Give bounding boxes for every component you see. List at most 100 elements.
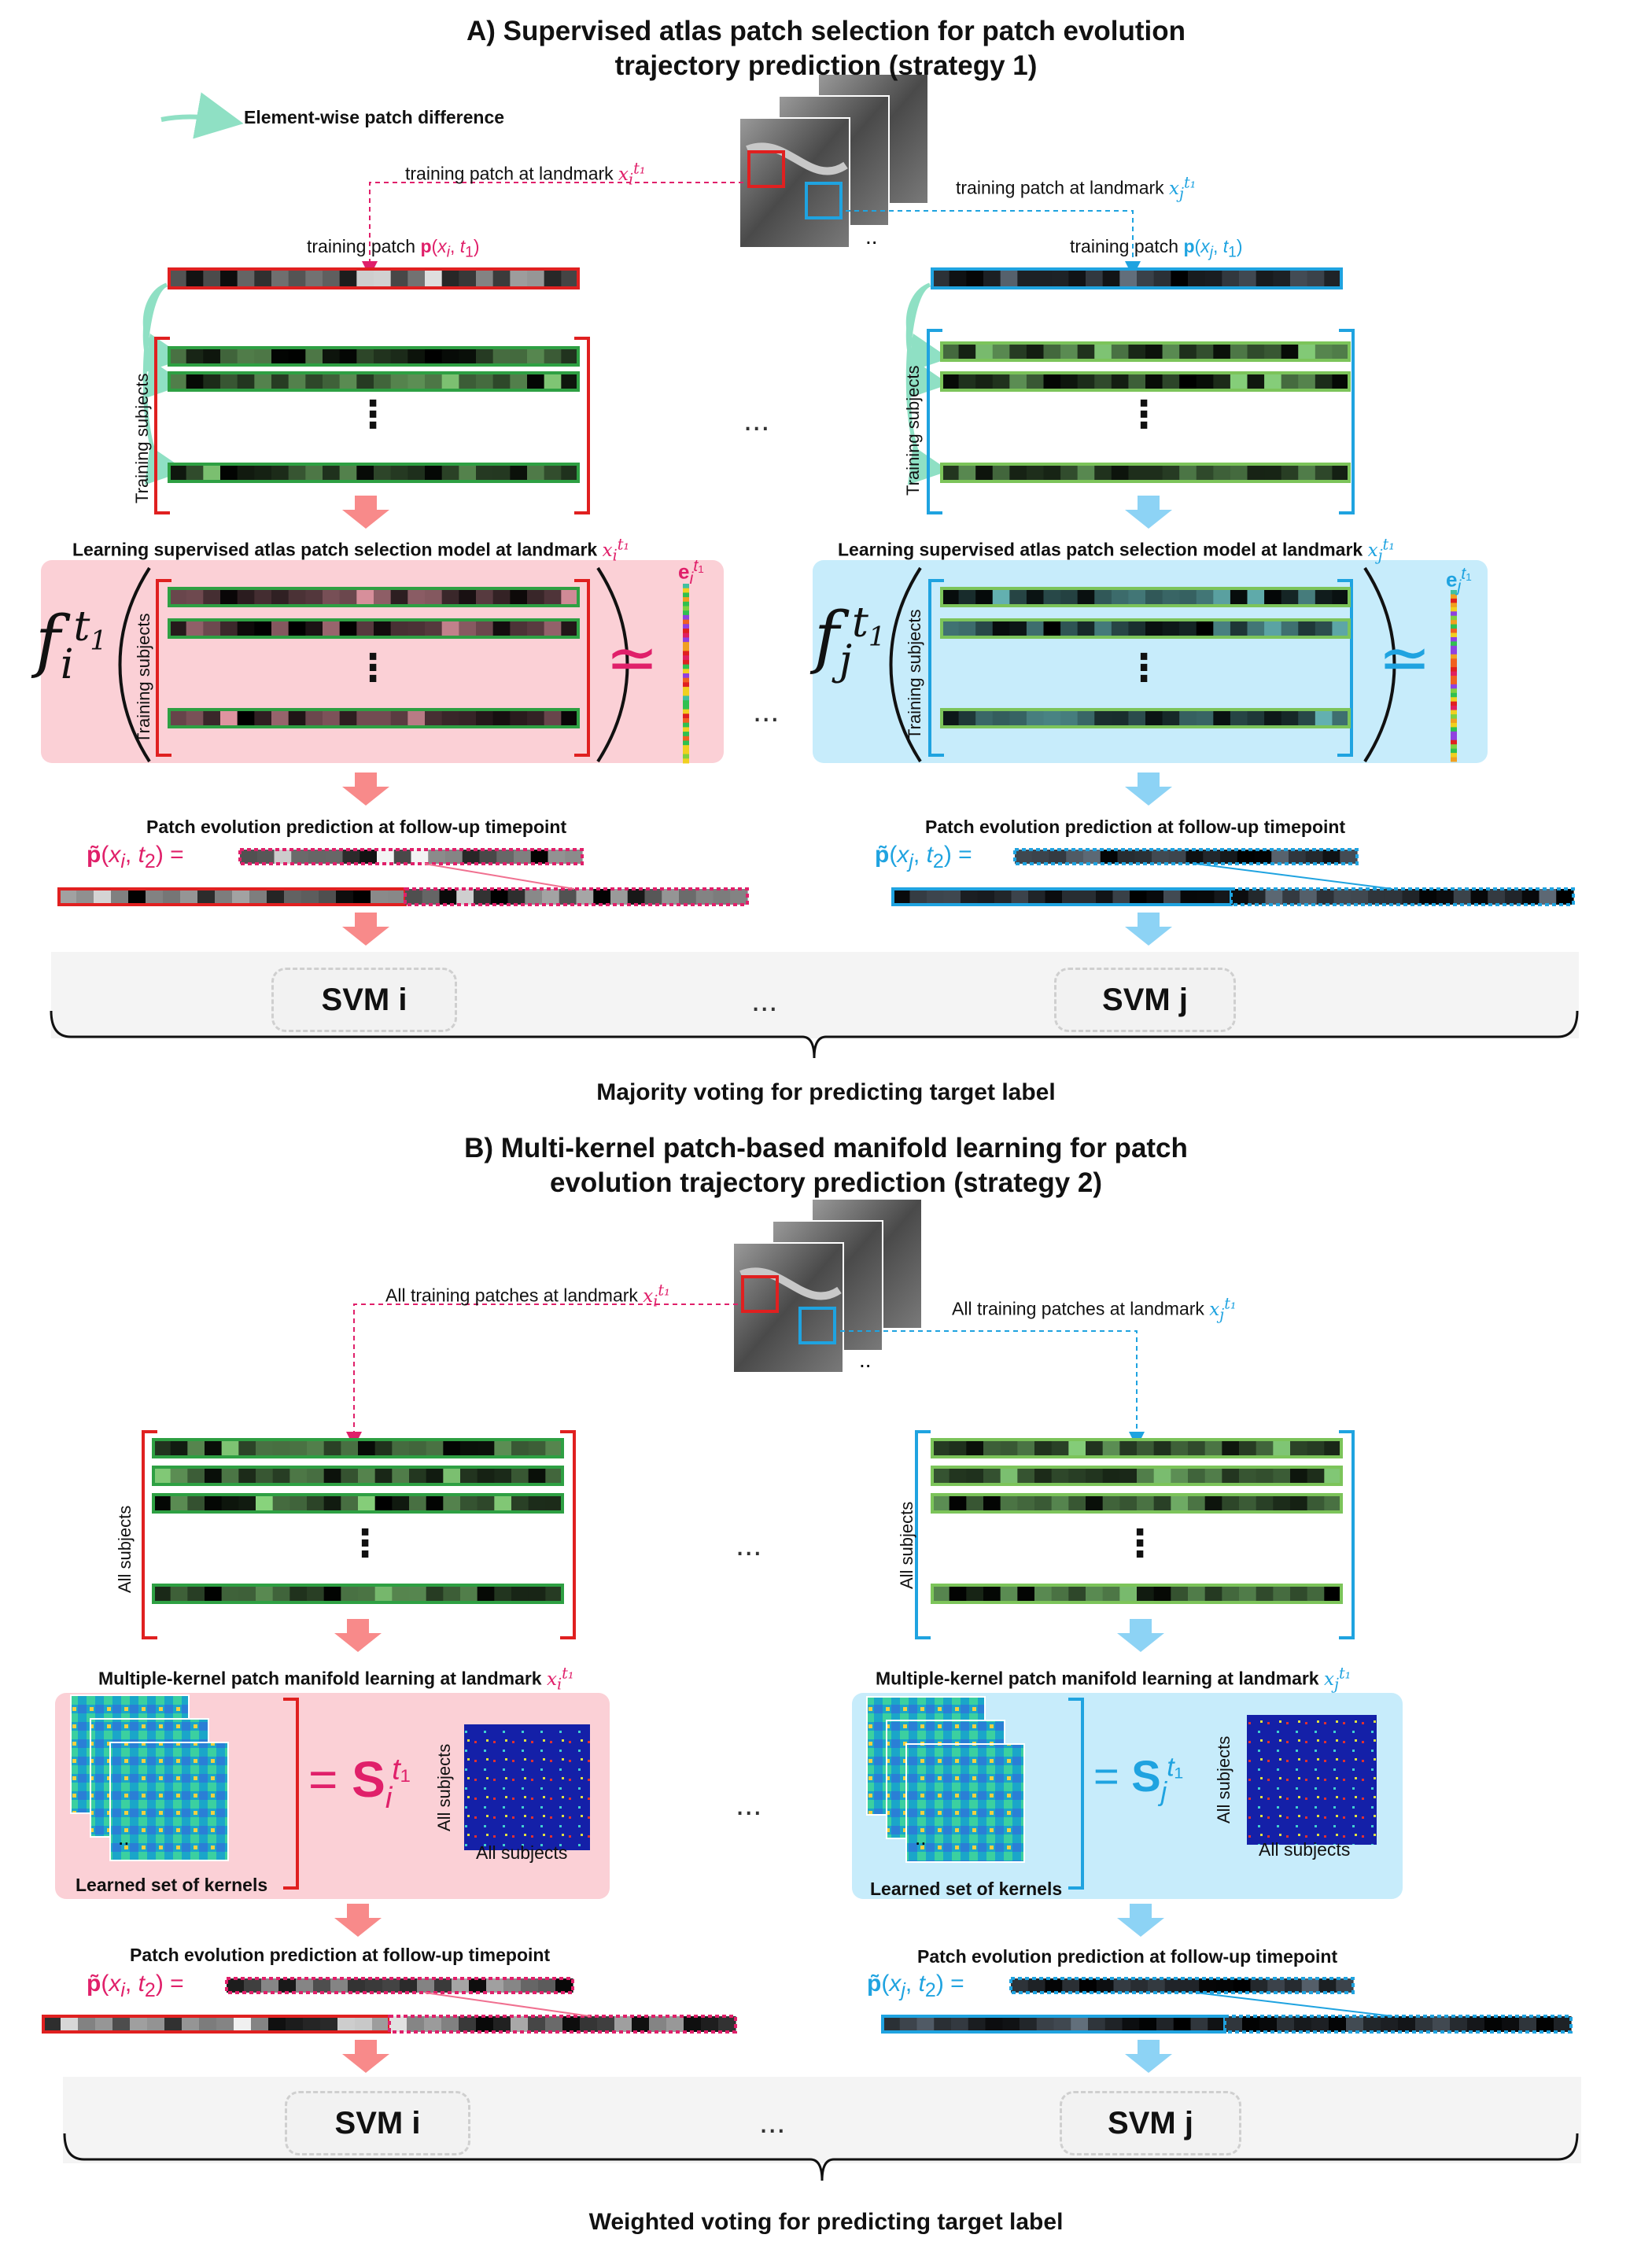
arrow-a3-left	[342, 913, 389, 946]
vector-cell	[1451, 645, 1457, 651]
patch-cell	[358, 1585, 376, 1602]
patch-cell	[422, 889, 441, 905]
patch-cell	[205, 1467, 223, 1484]
patch-cell	[305, 269, 323, 288]
patch-cell	[425, 269, 443, 288]
patch-cell	[1385, 889, 1403, 905]
vector-cell	[683, 651, 689, 656]
patch-cell	[459, 373, 477, 390]
patch-cell	[983, 1440, 1001, 1457]
patch-cell	[1204, 269, 1222, 288]
pred-patch-base-left	[57, 887, 407, 906]
patch-cell	[490, 889, 509, 905]
patch-cell	[1188, 1440, 1206, 1457]
patch-cell	[1230, 343, 1248, 360]
patch-cell	[525, 889, 543, 905]
patch-cell	[43, 2016, 61, 2032]
patch-cell	[1264, 588, 1282, 606]
vector-cell	[1451, 607, 1457, 612]
patch-cell	[1068, 1585, 1086, 1602]
brain-a-red-roi	[747, 150, 785, 188]
patch-cell	[407, 373, 426, 390]
patch-cell	[271, 269, 289, 288]
patch-cell	[966, 1585, 984, 1602]
patch-cell	[932, 1440, 950, 1457]
patch-cell	[521, 1978, 539, 1993]
patch-cell	[1034, 269, 1053, 288]
patch-cell	[417, 1978, 435, 1993]
patch-cell	[1026, 710, 1045, 727]
patch-cell	[330, 1978, 348, 1993]
vector-cell	[1451, 736, 1457, 741]
patch-cell	[949, 1495, 967, 1512]
pred-b-short-left	[225, 1977, 574, 1994]
patch-cell	[958, 373, 976, 390]
patch-cell	[374, 588, 392, 606]
vector-cell	[683, 754, 689, 759]
vector-cell	[1451, 676, 1457, 680]
patch-cell	[548, 850, 566, 864]
vector-cell	[1451, 636, 1457, 642]
patch-cell	[1222, 1585, 1240, 1602]
patch-cell	[59, 889, 77, 905]
patch-cell	[1009, 588, 1027, 606]
patch-cell	[649, 2016, 667, 2032]
patch-cell	[95, 2016, 113, 2032]
patch-cell	[958, 464, 976, 481]
patch-cell	[1307, 1495, 1325, 1512]
patch-cell	[527, 373, 545, 390]
patch-cell	[544, 588, 562, 606]
connector-a-left	[362, 182, 743, 277]
patch-cell	[949, 1440, 967, 1457]
function-fj-t1: fjt1	[814, 598, 886, 685]
all-patch-right-1	[931, 1438, 1343, 1458]
patch-cell	[942, 343, 960, 360]
learned-kernels-left: Learned set of kernels	[76, 1875, 268, 1895]
vector-cell	[1451, 662, 1457, 668]
patch-cell	[1060, 588, 1079, 606]
patch-cell	[679, 889, 697, 905]
patch-cell	[407, 620, 426, 637]
patch-cell	[1051, 1467, 1069, 1484]
patch-cell	[1171, 1467, 1189, 1484]
pred-b-link-left	[424, 1992, 591, 2017]
patch-cell	[975, 464, 994, 481]
ellipsis-b2: ...	[736, 1787, 762, 1822]
patch-cell	[1329, 2016, 1347, 2032]
patch-cell	[492, 373, 511, 390]
patch-cell	[1204, 1467, 1222, 1484]
patch-cell	[409, 1495, 427, 1512]
patch-cell	[256, 1585, 274, 1602]
vector-cell	[683, 610, 689, 616]
error-ei-t1: eit₁	[678, 555, 704, 588]
patch-cell	[1179, 464, 1197, 481]
patch-cell	[1102, 1467, 1120, 1484]
vector-cell	[1451, 688, 1457, 694]
patch-cell	[374, 620, 392, 637]
patch-border	[940, 371, 1351, 392]
patch-cell	[425, 373, 443, 390]
train-patch-vec-right: training patch p(xj, t1)	[1070, 236, 1242, 262]
bracket-b2-right	[1339, 1430, 1355, 1639]
patch-cell	[1043, 464, 1061, 481]
patch-border	[152, 1493, 564, 1514]
patch-cell	[1128, 343, 1146, 360]
patch-cell	[1009, 620, 1027, 637]
patch-cell	[983, 1467, 1001, 1484]
patch-cell	[1094, 343, 1112, 360]
vdots-a1: ⋮	[354, 394, 392, 436]
patch-cell	[374, 1495, 393, 1512]
patch-cell	[254, 348, 272, 365]
patch-cell	[1045, 1978, 1063, 1993]
patch-cell	[254, 464, 272, 481]
patch-cell	[1294, 2016, 1312, 2032]
patch-cell	[1173, 2016, 1192, 2032]
patch-cell	[666, 2016, 684, 2032]
patch-cell	[182, 2016, 200, 2032]
patch-cell	[1521, 889, 1540, 905]
vector-cell	[683, 732, 689, 737]
patch-cell	[1119, 1467, 1138, 1484]
pred-b-ext-right	[1223, 2015, 1573, 2034]
patch-cell	[1068, 1440, 1086, 1457]
patch-cell	[1324, 269, 1342, 288]
